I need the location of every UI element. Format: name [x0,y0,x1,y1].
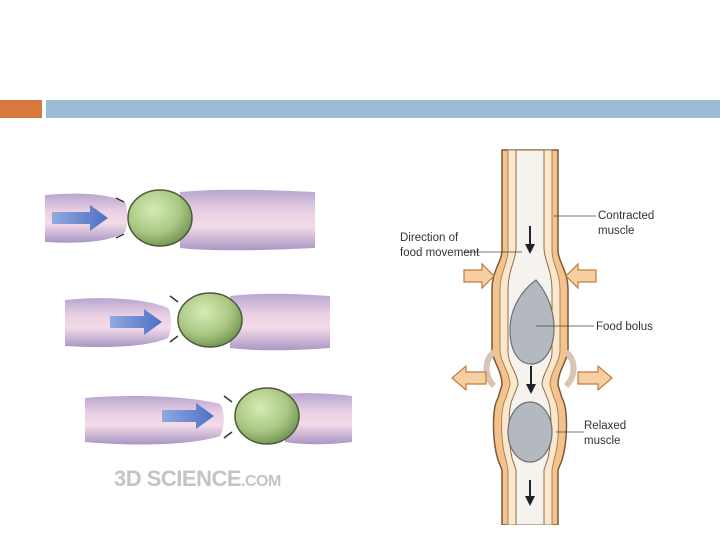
food-bolus-shape [509,279,555,365]
label-relaxed-muscle-line2: muscle [584,435,620,447]
inward-arrow-right-icon [565,262,597,290]
arrow-icon [52,205,108,231]
outward-arrow-right-icon [577,364,613,392]
arrow-icon [110,309,162,335]
down-arrow-icon [526,366,536,394]
label-direction-line2: food movement [400,247,480,259]
label-food-bolus: Food bolus [596,321,653,333]
peristalsis-labeled-diagram: Contracted muscle Direction of food move… [400,149,654,525]
outward-arrow-left-icon [451,364,487,392]
title-accent-bar [0,100,42,118]
arrow-icon [162,403,214,429]
down-arrow-icon [525,226,535,254]
tube-segment-3 [85,387,352,445]
label-relaxed-muscle-line1: Relaxed [584,420,626,432]
label-contracted-muscle-line1: Contracted [598,210,654,222]
label-direction-line1: Direction of [400,232,459,244]
food-bolus-1 [127,189,193,247]
peristalsis-3d-illustration: 3D SCIENCE.COM [45,189,352,491]
food-bolus-3 [234,387,300,445]
tube-segment-2 [65,292,330,351]
down-arrow-icon [525,480,535,506]
watermark-logo: 3D SCIENCE.COM [114,466,281,491]
food-bolus-lower [507,401,553,463]
food-bolus-2 [177,292,243,348]
inward-arrow-left-icon [463,262,495,290]
label-contracted-muscle-line2: muscle [598,225,634,237]
tube-segment-1 [45,189,315,251]
title-band [46,100,720,118]
